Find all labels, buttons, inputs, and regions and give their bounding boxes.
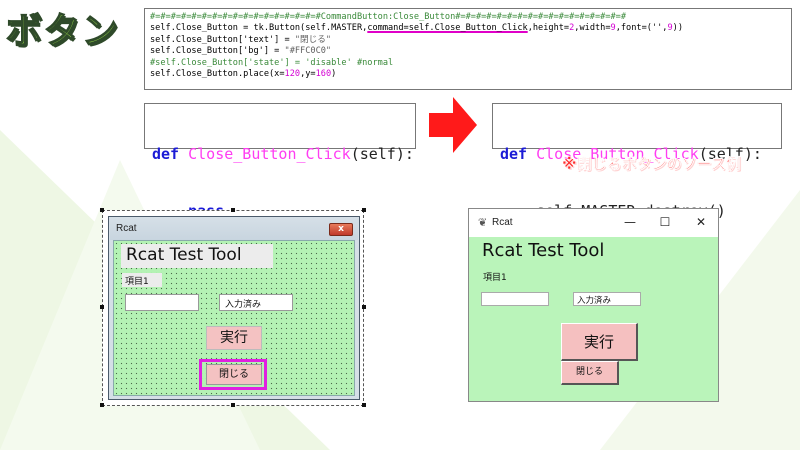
code-token: self.Close_Button['text'] = [150,34,295,45]
code-line: self.Close_Button['text'] = "閉じる" [150,35,786,46]
designer-entry-2[interactable]: 入力済み [219,294,293,311]
code-token: 120 [284,68,301,79]
code-token: ,font=('', [615,23,668,34]
designer-run-button[interactable]: 実行 [206,326,262,350]
code-token: self.Close_Button = tk.Button(self.MASTE… [150,23,368,34]
resize-handle[interactable] [100,305,104,309]
code-keyword: def [500,145,528,163]
designer-entry-1[interactable] [125,294,199,311]
code-block-after: def Close_Button_Click(self): self.MASTE… [492,103,782,220]
slide-title: ボタン [5,10,121,53]
code-block-before: def Close_Button_Click(self): pass [144,103,416,220]
runtime-close-button[interactable]: 閉じる [561,361,619,385]
code-token: 9 [667,23,673,34]
code-token: ,width= [574,23,611,34]
code-token: self.Close_Button.place(x= [150,68,285,79]
designer-title-label[interactable]: Rcat Test Tool [121,244,273,268]
code-token: ,height= [527,23,570,34]
resize-handle[interactable] [100,403,104,407]
feather-icon: ❦ [478,216,488,229]
runtime-item-label: 項目1 [483,273,507,283]
selection-highlight [199,359,267,390]
minimize-icon[interactable]: — [624,215,636,229]
code-line: #=#=#=#=#=#=#=#=#=#=#=#=#=#=#=#=#Command… [150,12,786,23]
resize-handle[interactable] [362,403,366,407]
maximize-icon[interactable]: ☐ [659,215,671,229]
code-token: ,y= [300,68,316,79]
code-token-command-underlined: command=self.Close_Button_Click [367,23,528,34]
designer-close-button[interactable]: 閉じる [206,364,262,385]
designer-item-label[interactable]: 項目1 [122,273,162,287]
code-keyword: def [152,145,180,163]
close-icon[interactable]: ✕ [695,215,707,229]
caption-close-button-source: ※閉じるボタンのソース例 [562,155,741,173]
code-token: ) [331,68,337,79]
resize-handle[interactable] [100,208,104,212]
code-function-name: Close_Button_Click [536,145,699,163]
designer-window-title: Rcat [110,218,358,240]
code-line: #self.Close_Button['state'] = 'disable' … [150,58,786,69]
resize-handle[interactable] [231,208,235,212]
resize-handle[interactable] [362,305,366,309]
runtime-entry-1[interactable] [481,292,549,306]
runtime-entry-2[interactable]: 入力済み [573,292,641,306]
code-args: (self): [350,145,414,163]
code-block-button-definition: #=#=#=#=#=#=#=#=#=#=#=#=#=#=#=#=#Command… [144,8,792,90]
code-token: #=#=#=#=#=#=#=#=#=#=#=#=#=#=#=#=#Command… [150,12,626,22]
code-line: self.Close_Button = tk.Button(self.MASTE… [150,23,786,34]
resize-handle[interactable] [362,208,366,212]
designer-close-icon[interactable]: x [329,223,353,236]
resize-handle[interactable] [231,403,235,407]
runtime-run-button[interactable]: 実行 [561,323,638,361]
code-token: 160 [315,68,332,79]
code-function-name: Close_Button_Click [188,145,351,163]
runtime-window-title: Rcat [492,217,513,228]
code-token: 2 [569,23,575,34]
runtime-title-label: Rcat Test Tool [482,240,605,261]
code-line: self.Close_Button['bg'] = "#FFC0C0" [150,46,786,57]
code-token: self.Close_Button['bg'] = [150,46,285,57]
code-token: "#FFC0C0" [284,46,332,57]
code-token: )) [672,23,683,34]
right-arrow-icon [429,97,477,153]
code-args: (self): [698,145,762,163]
code-token: 9 [610,23,616,34]
code-line: self.Close_Button.place(x=120,y=160) [150,69,786,80]
runtime-titlebar [469,209,718,237]
code-token: #self.Close_Button['state'] = 'disable' … [150,57,394,68]
code-token: "閉じる" [294,34,332,45]
